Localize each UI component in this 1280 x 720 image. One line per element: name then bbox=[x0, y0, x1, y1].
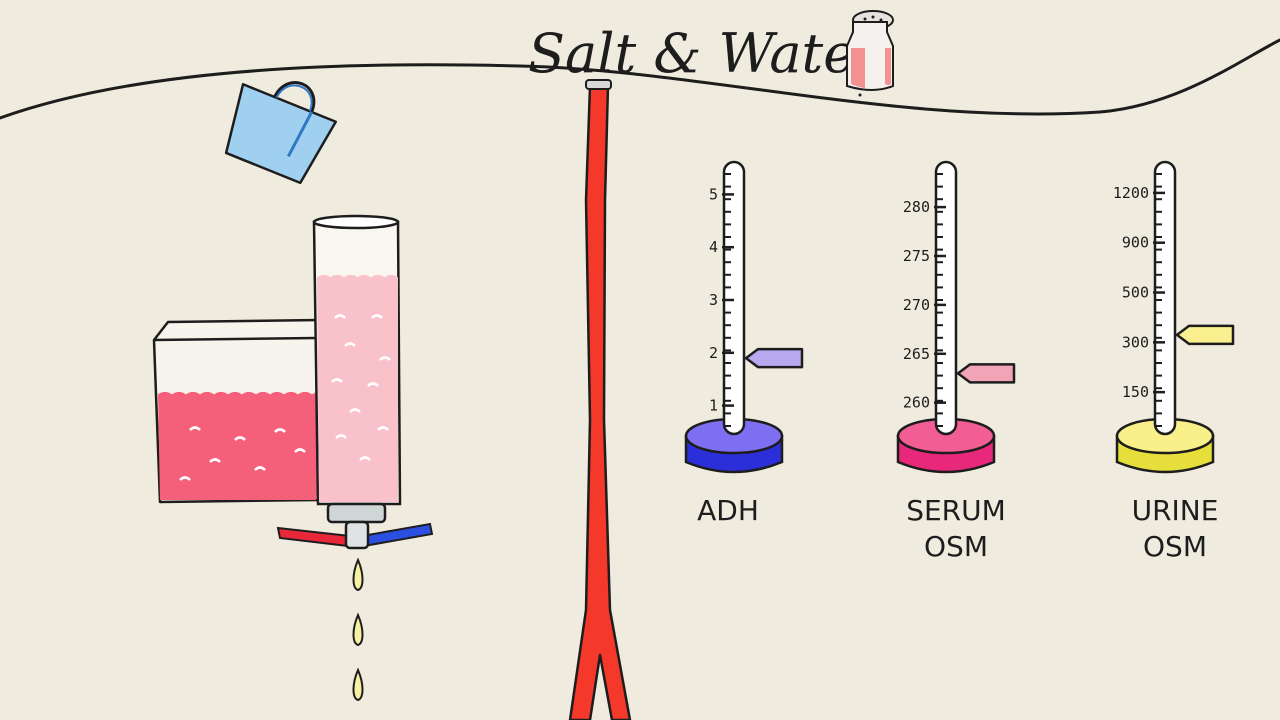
gauge-label-serum-osm: OSM bbox=[924, 530, 988, 563]
gauge-tick-label: 265 bbox=[903, 345, 930, 363]
gauge-tick-label: 300 bbox=[1122, 333, 1149, 351]
gauge-marker-adh bbox=[744, 347, 804, 369]
gauge-tube-serum-osm bbox=[934, 160, 958, 436]
gauge-tick-label: 900 bbox=[1122, 234, 1149, 252]
wave-mark bbox=[209, 458, 221, 463]
gauge-tick-label: 2 bbox=[709, 344, 718, 362]
wave-mark bbox=[331, 378, 343, 383]
wave-mark bbox=[334, 314, 346, 319]
gauge-tick-label: 5 bbox=[709, 185, 718, 203]
blood-vessel bbox=[568, 79, 632, 720]
water-drop-icon bbox=[352, 612, 364, 647]
column-waves bbox=[331, 314, 391, 461]
tank-waves bbox=[179, 426, 306, 481]
gauge-tick-label: 1200 bbox=[1113, 184, 1149, 202]
wave-mark bbox=[367, 382, 379, 387]
wave-mark bbox=[294, 448, 306, 453]
gauge-tick-label: 275 bbox=[903, 247, 930, 265]
gauge-label-adh: ADH bbox=[697, 494, 759, 527]
gauge-marker-urine-osm bbox=[1175, 324, 1235, 346]
gauge-tick-label: 3 bbox=[709, 291, 718, 309]
gauge-tick-label: 270 bbox=[903, 296, 930, 314]
water-drop-icon bbox=[352, 557, 364, 592]
wave-mark bbox=[189, 426, 201, 431]
tap-nozzle bbox=[326, 502, 387, 524]
wave-mark bbox=[254, 466, 266, 471]
hormone-gauges: 12345ADH260265270275280SERUMOSM150300500… bbox=[684, 160, 1235, 563]
wave-mark bbox=[179, 476, 191, 481]
wave-mark bbox=[274, 428, 286, 433]
wave-mark bbox=[359, 456, 371, 461]
urine-drops bbox=[352, 557, 364, 702]
page-title: Salt & Water bbox=[528, 22, 884, 85]
horizon-line bbox=[0, 38, 1280, 120]
gauge-tube-urine-osm bbox=[1153, 160, 1177, 436]
wave-mark bbox=[371, 314, 383, 319]
valve-handle-red bbox=[276, 526, 352, 548]
wave-mark bbox=[377, 426, 389, 431]
gauge-tube-adh bbox=[722, 160, 746, 436]
gauge-tick-label: 260 bbox=[903, 394, 930, 412]
tank-water bbox=[158, 391, 326, 500]
water-drop-icon bbox=[352, 667, 364, 702]
salt-shaker-icon bbox=[846, 10, 894, 97]
wave-mark bbox=[344, 342, 356, 347]
wave-mark bbox=[335, 434, 347, 439]
wave-mark bbox=[234, 436, 246, 441]
wave-mark bbox=[379, 356, 391, 361]
gauge-tick-label: 500 bbox=[1122, 284, 1149, 302]
bucket-icon bbox=[224, 81, 338, 185]
wave-mark bbox=[349, 408, 361, 413]
gauge-label-urine-osm: URINE bbox=[1132, 494, 1219, 527]
valve-handle-blue bbox=[360, 522, 434, 548]
gauge-tick-label: 280 bbox=[903, 198, 930, 216]
gauge-marker-serum-osm bbox=[956, 363, 1016, 384]
gauge-label-urine-osm: OSM bbox=[1143, 530, 1207, 563]
body-water-system bbox=[152, 214, 434, 702]
gauge-label-serum-osm: SERUM bbox=[906, 494, 1006, 527]
gauge-tick-label: 150 bbox=[1122, 383, 1149, 401]
gauge-tick-label: 1 bbox=[709, 397, 718, 415]
gauge-tick-label: 4 bbox=[709, 238, 718, 256]
column-water bbox=[317, 274, 398, 502]
